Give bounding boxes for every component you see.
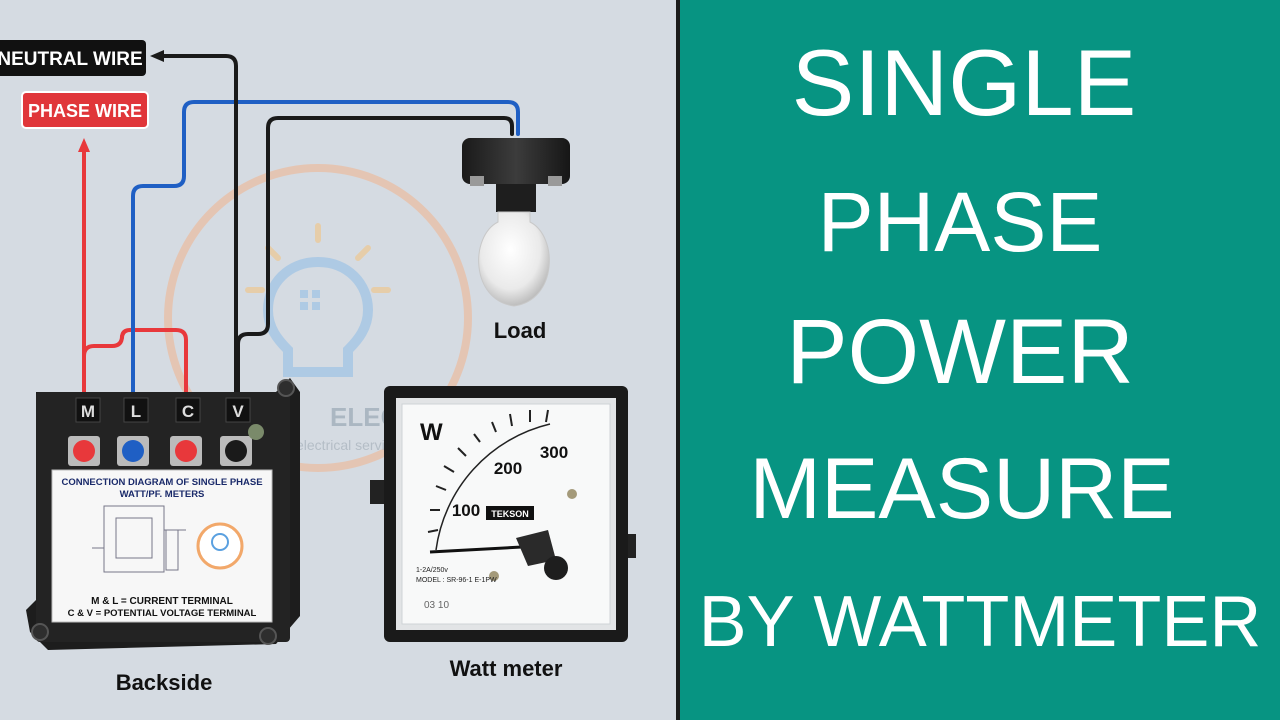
plate-heading-1: CONNECTION DIAGRAM OF SINGLE PHASE [61,477,262,488]
phase-loop-wire [82,328,188,440]
load-supply-wire [131,100,520,442]
scale-label-200: 200 [494,459,522,478]
backside-meter: M L C V CONNECTION DIAGRAM OF SINGLE PHA… [26,378,300,650]
scale-label-100: 100 [452,501,480,520]
wires [82,54,520,442]
title-line-2: PHASE [817,175,1103,269]
diagram-panel: ELECTRICAL electrical services NEUTRAL W… [0,0,676,720]
plate-note-1: M & L = CURRENT TERMINAL [91,596,233,607]
scale-label-300: 300 [540,443,568,462]
watermark-tagline: electrical services [296,437,406,453]
title-panel: SINGLE PHASE POWER MEASURE BY WATTMETER [680,0,1280,720]
title-line-4: MEASURE [749,441,1175,537]
terminal-labels: M L C V [75,397,251,423]
title-line-5: BY WATTMETER [698,582,1262,662]
title-line-3: POWER [786,301,1134,403]
terminal-label-l: L [131,402,141,421]
phase-wire-label: PHASE WIRE [28,101,142,121]
plate-logo-icon [196,522,244,570]
arrow-left-icon [150,50,164,62]
terminal-label-v: V [232,402,244,421]
brand-badge [486,506,534,520]
meter-unit: W [420,419,443,446]
terminal-label-c: C [182,402,194,421]
panel-divider [676,0,680,720]
plate-schematic [92,505,186,573]
wiring-diagram: ELECTRICAL electrical services NEUTRAL W… [0,40,636,695]
bulb-icon [462,138,570,307]
meter-model: MODEL : SR-96-1 E-1PW [416,577,497,584]
meter-rating: 1-2A/250v [416,567,448,574]
meter-brand: TEKSON [491,509,529,519]
arrow-up-icon [78,138,90,152]
neutral-wire-label: NEUTRAL WIRE [0,49,143,70]
backside-label: Backside [116,670,213,695]
phase-wire-badge: PHASE WIRE [21,91,149,129]
terminal-screws [68,424,264,466]
title-line-1: SINGLE [791,30,1137,135]
meter-serial: 03 10 [424,600,449,611]
meter-needle [429,530,568,580]
terminal-label-m: M [81,402,95,421]
watermark-logo-icon [245,223,391,377]
neutral-wire-line [160,54,238,442]
plate-note-2: C & V = POTENTIAL VOLTAGE TERMINAL [68,608,257,619]
neutral-wire-badge: NEUTRAL WIRE [0,40,146,76]
meter-scale [427,409,551,551]
wattmeter: W 100 200 300 TEKSON 1-2A/250v MODEL : S… [370,386,636,642]
plate-heading-2: WATT/PF. METERS [120,489,205,500]
watermark-ring [164,164,472,472]
wattmeter-label: Watt meter [450,656,563,681]
load-return-wire [236,116,514,442]
load-label: Load [494,318,547,343]
